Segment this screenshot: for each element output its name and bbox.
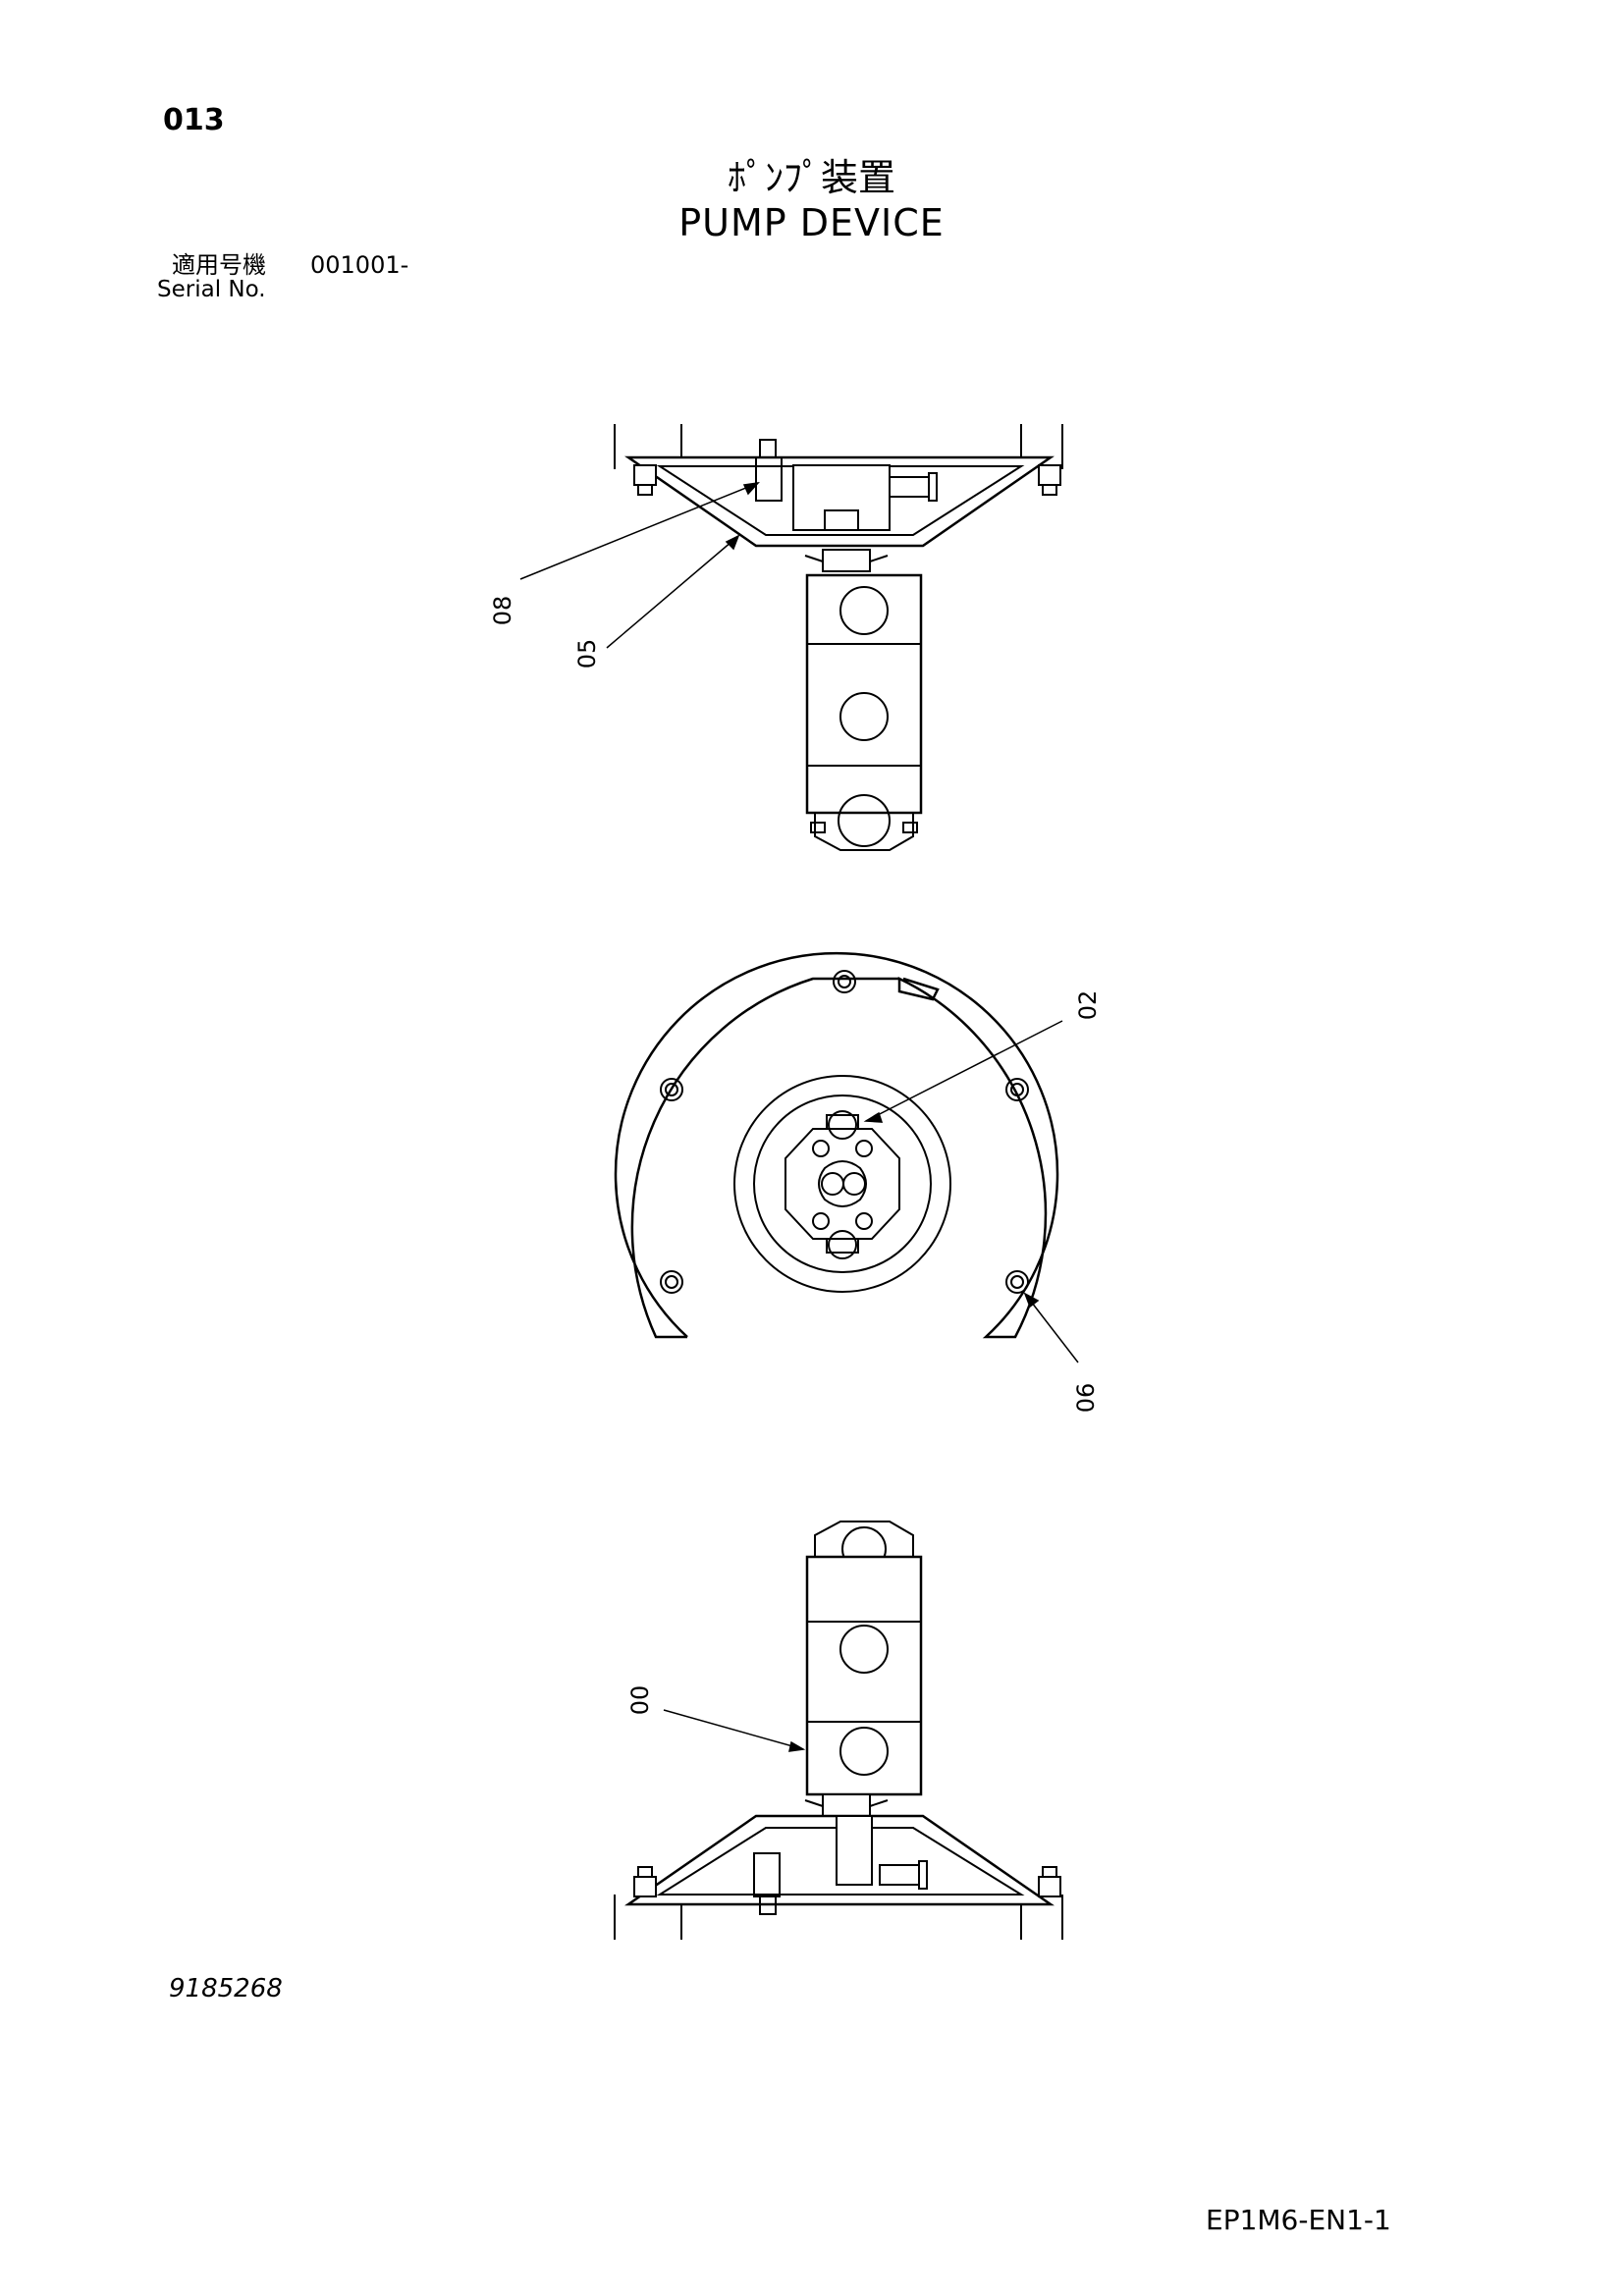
document-code: EP1M6-EN1-1: [1206, 2204, 1391, 2236]
serial-label-japanese: 適用号機: [172, 251, 266, 279]
page-number: 013: [163, 103, 225, 137]
callout-02: 02: [1074, 990, 1102, 1021]
callout-00: 00: [626, 1685, 654, 1716]
bottom-view: [614, 1521, 1063, 1940]
callout-08: 08: [489, 596, 516, 626]
serial-value: 001001-: [310, 251, 409, 279]
page-title-japanese: ﾎﾟﾝﾌﾟ装置: [727, 156, 895, 199]
page-title-english: PUMP DEVICE: [678, 201, 945, 244]
serial-label-english: Serial No.: [157, 277, 266, 302]
front-view: [614, 951, 1059, 1339]
callout-06: 06: [1072, 1383, 1100, 1414]
top-view: [614, 424, 1063, 851]
drawing-number: 9185268: [169, 1974, 283, 2003]
leader-lines: [519, 481, 1079, 1752]
callout-05: 05: [573, 639, 601, 669]
